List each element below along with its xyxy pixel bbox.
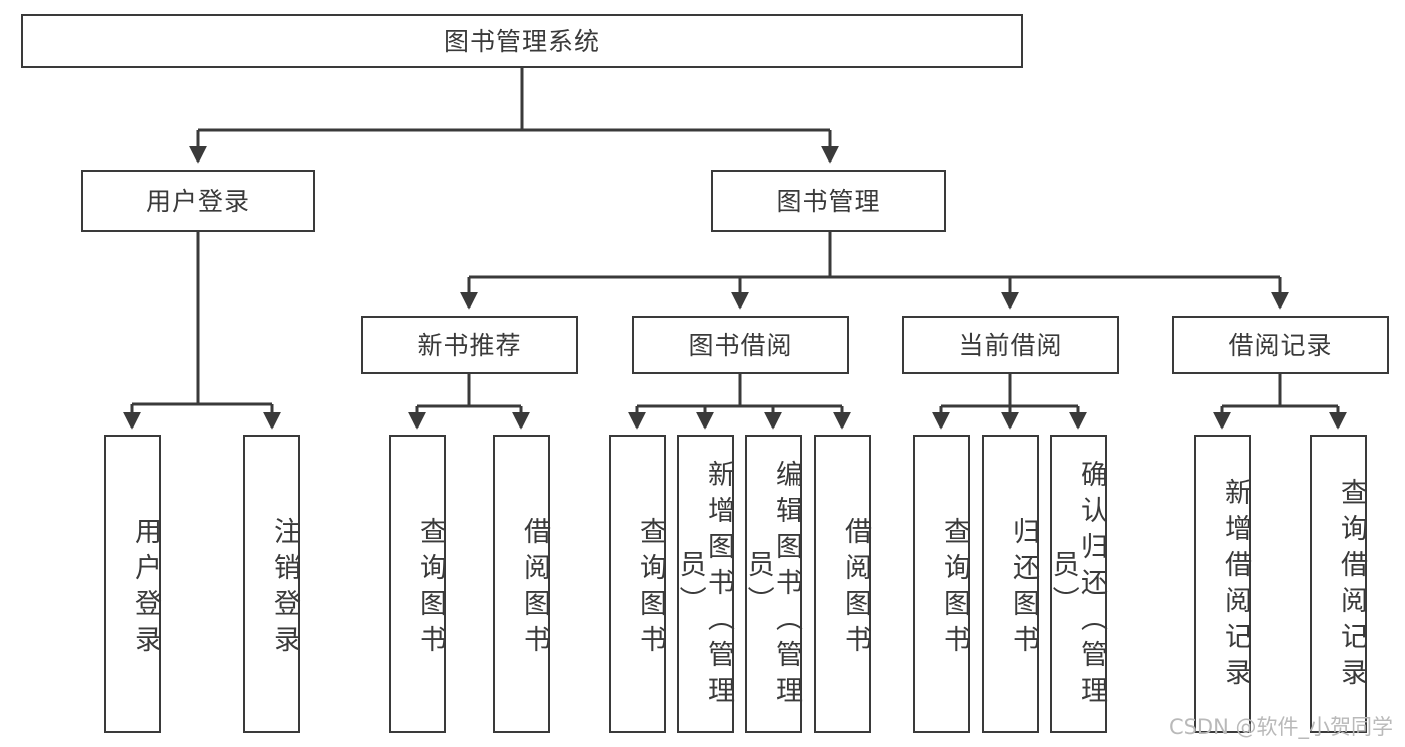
node-label: 借阅图书 [519, 517, 550, 661]
node-label: 新增图书（管理员） [674, 460, 734, 712]
node-label: 查询图书 [635, 517, 666, 661]
node-leaf-confirm-return-admin[interactable]: 确认归还（管理员） [1047, 435, 1107, 733]
node-borrow-record[interactable]: 借阅记录 [1172, 316, 1389, 374]
node-label: 注销登录 [269, 517, 300, 661]
node-label: 图书借阅 [688, 330, 793, 360]
node-label: 用户登录 [130, 517, 161, 661]
node-book-borrow[interactable]: 图书借阅 [632, 316, 849, 374]
node-label: 查询图书 [415, 517, 446, 661]
node-label: 借阅记录 [1228, 330, 1333, 360]
node-root-system[interactable]: 图书管理系统 [21, 14, 1023, 68]
node-label: 确认归还（管理员） [1047, 460, 1107, 712]
node-leaf-logout[interactable]: 注销登录 [243, 435, 300, 733]
node-leaf-query-borrow-record[interactable]: 查询借阅记录 [1310, 435, 1367, 733]
node-label: 图书管理 [776, 186, 881, 216]
node-leaf-query-book-borrow[interactable]: 查询图书 [609, 435, 666, 733]
node-leaf-add-book-admin[interactable]: 新增图书（管理员） [674, 435, 734, 733]
watermark-text: CSDN @软件_小贺同学 [1168, 715, 1393, 739]
node-user-login[interactable]: 用户登录 [81, 170, 315, 232]
node-label: 新书推荐 [417, 330, 522, 360]
node-label: 编辑图书（管理员） [742, 460, 802, 712]
node-leaf-edit-book-admin[interactable]: 编辑图书（管理员） [742, 435, 802, 733]
node-leaf-user-login[interactable]: 用户登录 [104, 435, 161, 733]
node-label: 归还图书 [1008, 517, 1039, 661]
node-label: 查询借阅记录 [1336, 478, 1367, 694]
node-leaf-query-book-recommend[interactable]: 查询图书 [389, 435, 446, 733]
node-label: 借阅图书 [840, 517, 871, 661]
node-label: 用户登录 [145, 186, 250, 216]
node-label: 新增借阅记录 [1220, 478, 1251, 694]
node-leaf-borrow-book[interactable]: 借阅图书 [814, 435, 871, 733]
node-book-management[interactable]: 图书管理 [711, 170, 946, 232]
node-new-book-recommend[interactable]: 新书推荐 [361, 316, 578, 374]
node-leaf-borrow-book-recommend[interactable]: 借阅图书 [493, 435, 550, 733]
node-label: 当前借阅 [958, 330, 1063, 360]
node-label: 图书管理系统 [443, 26, 600, 56]
node-leaf-add-borrow-record[interactable]: 新增借阅记录 [1194, 435, 1251, 733]
node-leaf-query-book-current[interactable]: 查询图书 [913, 435, 970, 733]
node-current-borrow[interactable]: 当前借阅 [902, 316, 1119, 374]
node-label: 查询图书 [939, 517, 970, 661]
node-leaf-return-book[interactable]: 归还图书 [982, 435, 1039, 733]
